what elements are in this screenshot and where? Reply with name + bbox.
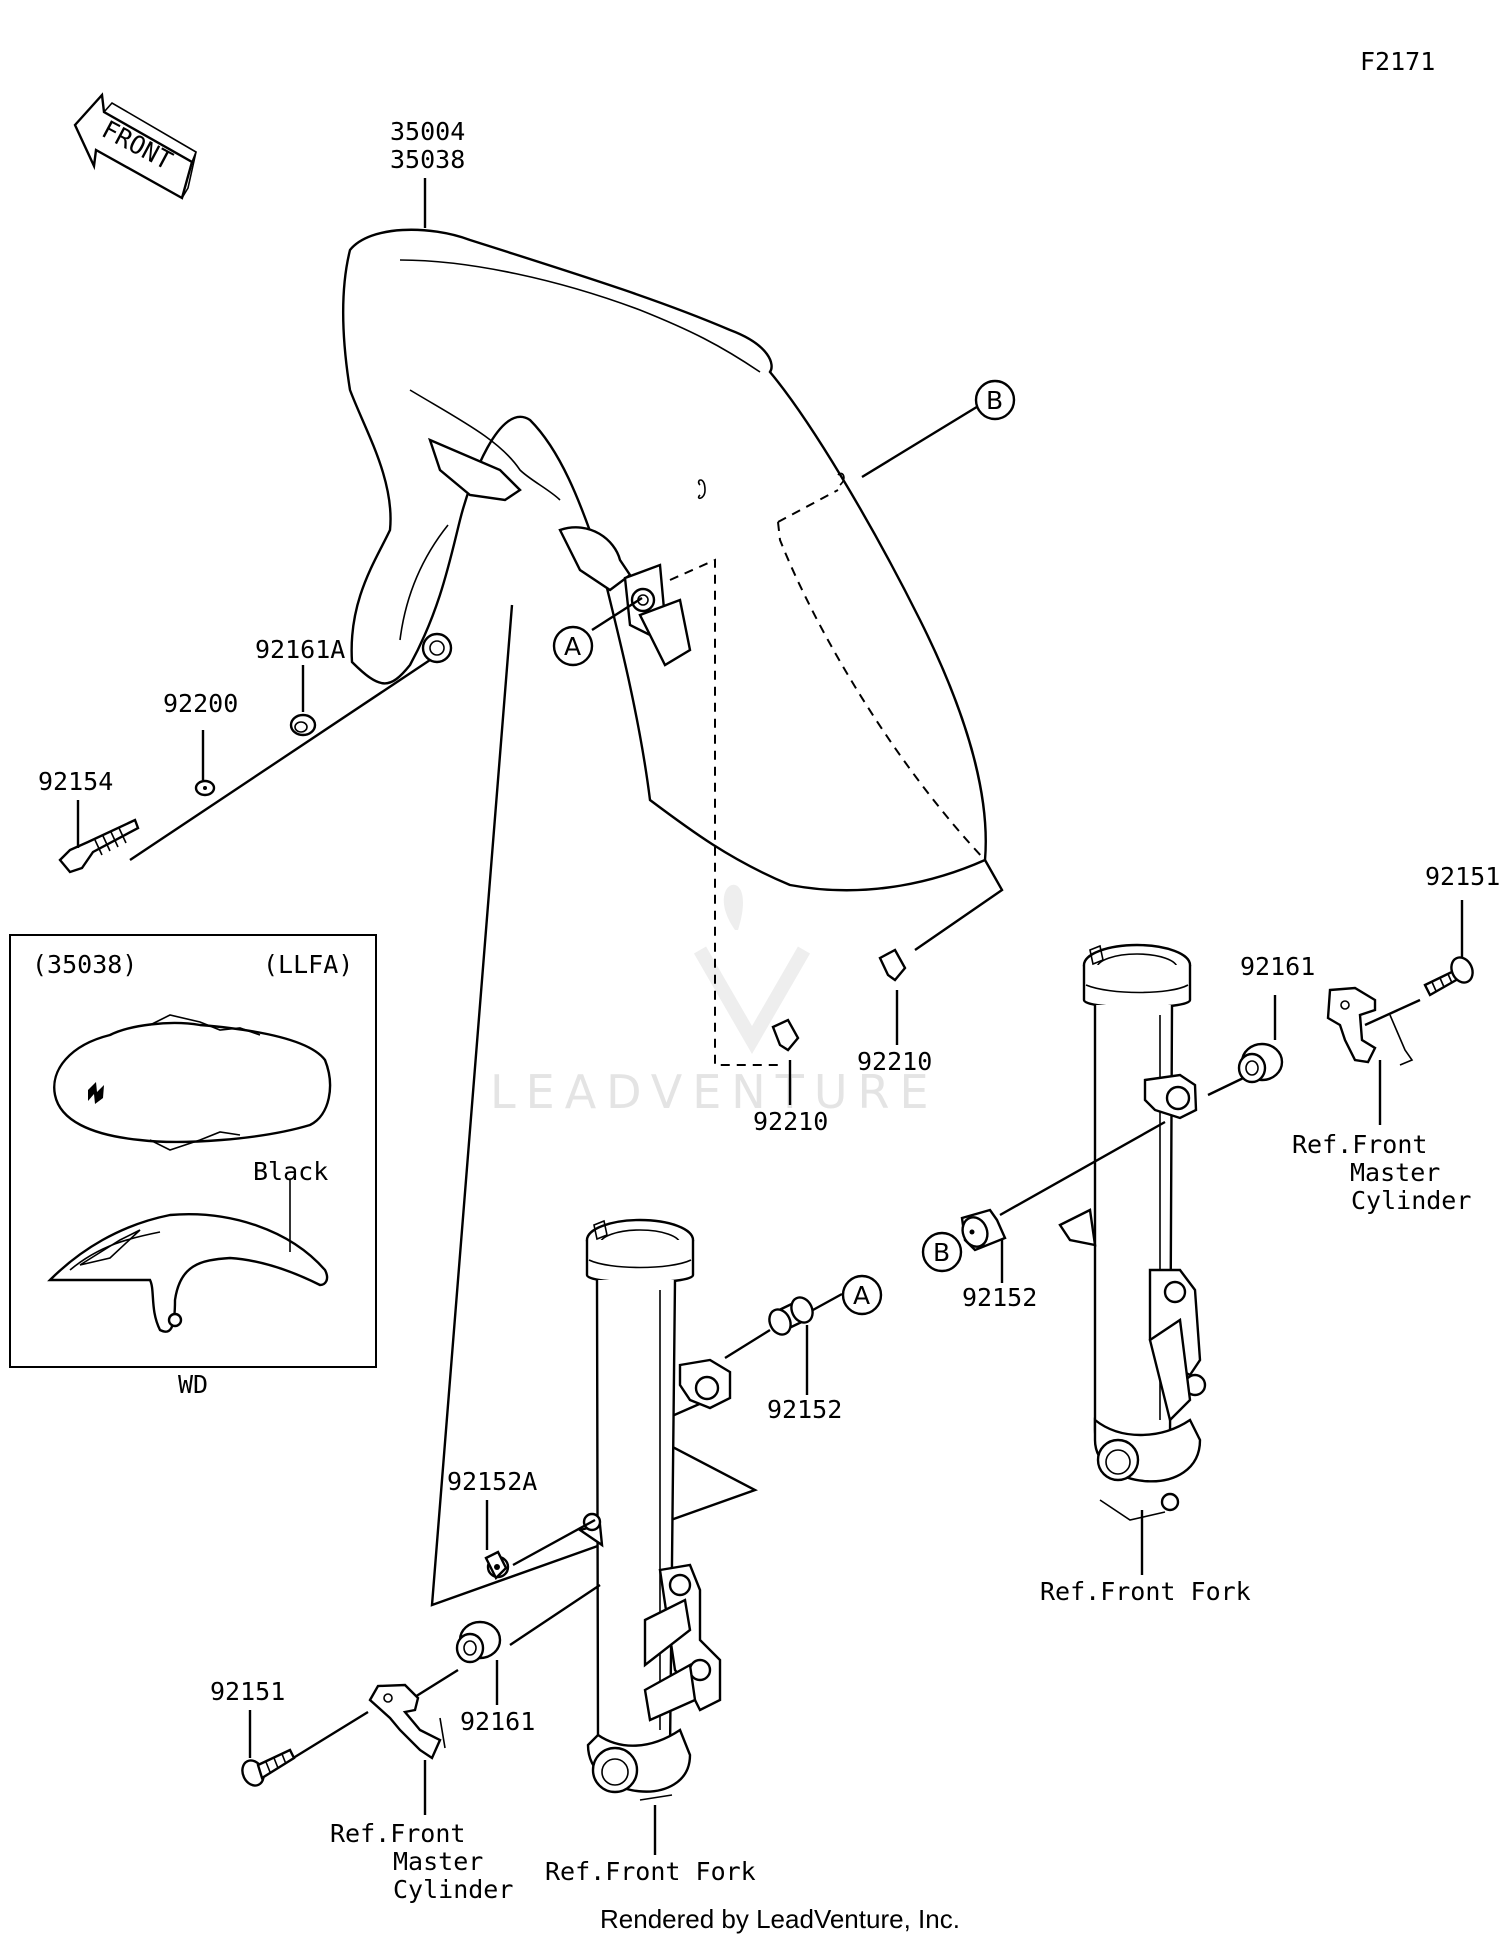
collar-92161-right	[1237, 1042, 1284, 1084]
ref-front-fork-right: Ref.Front Fork	[1040, 1577, 1251, 1606]
ref-front-fork-left: Ref.Front Fork	[545, 1857, 756, 1886]
watermark-text: LEADVENTURE	[490, 1065, 939, 1119]
bolt-92152-right	[960, 1208, 1007, 1252]
part-number-92200: 92200	[163, 689, 238, 718]
part-number-35038: 35038	[390, 145, 465, 174]
part-number-92152-right: 92152	[962, 1283, 1037, 1312]
washer-92200	[194, 779, 216, 797]
callout-b-top	[974, 379, 1016, 421]
bolt-92154	[58, 818, 140, 874]
ref-master-cylinder-left-3: Cylinder	[393, 1875, 513, 1904]
inset-caption: WD	[178, 1370, 208, 1399]
part-number-92152-center: 92152	[767, 1395, 842, 1424]
inset-wd: (35038) (LLFA) Black	[9, 934, 377, 1368]
bolt-92152A	[484, 1550, 510, 1581]
callout-a-top-label: A	[564, 632, 581, 661]
ref-master-cylinder-left-2: Master	[393, 1847, 483, 1876]
ref-master-cylinder-left-1: Ref.Front	[330, 1819, 465, 1848]
footer-credit: Rendered by LeadVenture, Inc.	[600, 1904, 960, 1934]
part-number-92210-right: 92210	[857, 1047, 932, 1076]
bolt-92151-left	[241, 1748, 296, 1787]
callout-b-bottom	[921, 1231, 963, 1273]
front-arrow-icon: FRONT	[73, 92, 197, 200]
clamp-right	[1326, 986, 1414, 1066]
collar-92161A	[289, 713, 317, 737]
ref-master-cylinder-right-2: Master	[1350, 1158, 1440, 1187]
ref-master-cylinder-right-3: Cylinder	[1351, 1186, 1471, 1215]
nut-92210-left	[771, 1018, 800, 1052]
part-number-92161A: 92161A	[255, 635, 345, 664]
callout-a-top	[552, 625, 594, 667]
callout-b-bottom-label: B	[933, 1238, 950, 1267]
bolt-92151-right	[1423, 956, 1474, 997]
callout-a-bottom	[841, 1274, 883, 1316]
bolt-92152-center	[768, 1296, 814, 1336]
part-number-92210-left: 92210	[753, 1107, 828, 1136]
inset-right-tag: (LLFA)	[263, 950, 353, 979]
callout-a-bottom-label: A	[853, 1281, 870, 1310]
callout-b-top-label: B	[986, 386, 1003, 415]
part-number-92151-left: 92151	[210, 1677, 285, 1706]
nut-92210-right	[878, 948, 907, 982]
part-number-92151-right: 92151	[1425, 862, 1500, 891]
front-fender	[342, 228, 987, 892]
part-number-92154: 92154	[38, 767, 113, 796]
watermark: LEADVENTURE	[490, 798, 939, 1119]
part-number-92152A: 92152A	[447, 1467, 537, 1496]
clamp-left	[368, 1683, 446, 1760]
inset-color-label: Black	[253, 1157, 328, 1186]
part-number-35004: 35004	[390, 117, 465, 146]
part-number-92161-right: 92161	[1240, 952, 1315, 981]
collar-92161-left	[455, 1620, 502, 1664]
part-number-92161-left: 92161	[460, 1707, 535, 1736]
front-fork-left	[577, 1218, 732, 1801]
inset-left-tag: (35038)	[32, 950, 137, 979]
diagram-code: F2171	[1360, 47, 1435, 76]
front-fork-right	[1058, 943, 1207, 1521]
ref-master-cylinder-right-1: Ref.Front	[1292, 1130, 1427, 1159]
